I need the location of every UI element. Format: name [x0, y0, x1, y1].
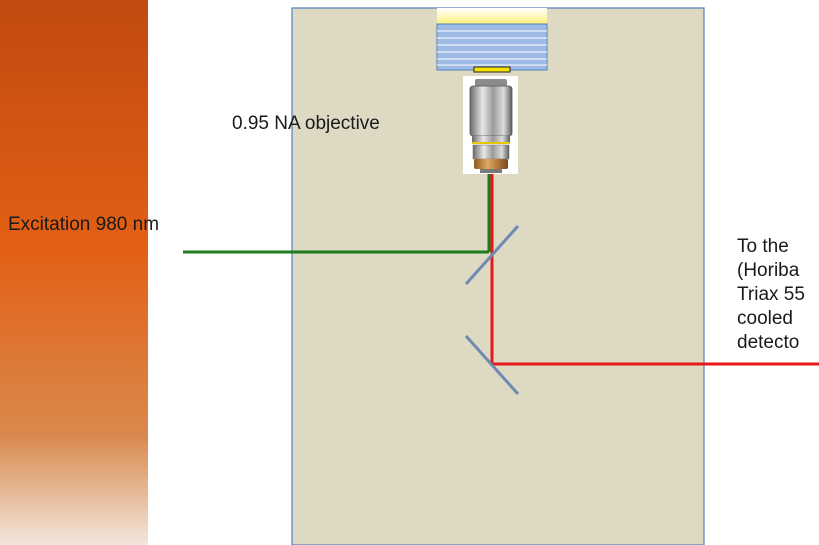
objective-label: 0.95 NA objective: [232, 112, 380, 136]
sidebar-band: [0, 0, 148, 545]
excitation-label: Excitation 980 nm: [8, 213, 159, 237]
objective-lens-icon: [463, 76, 518, 174]
spectrometer-label-line: cooled: [737, 307, 805, 331]
sample-stage-icon: [437, 8, 547, 72]
spectrometer-label-line: (Horiba: [737, 259, 805, 283]
spectrometer-label-line: To the: [737, 235, 805, 259]
spectrometer-label: To the (Horiba Triax 55 cooled detecto: [737, 235, 805, 355]
spectrometer-label-line: Triax 55: [737, 283, 805, 307]
spectrometer-label-line: detecto: [737, 331, 805, 355]
